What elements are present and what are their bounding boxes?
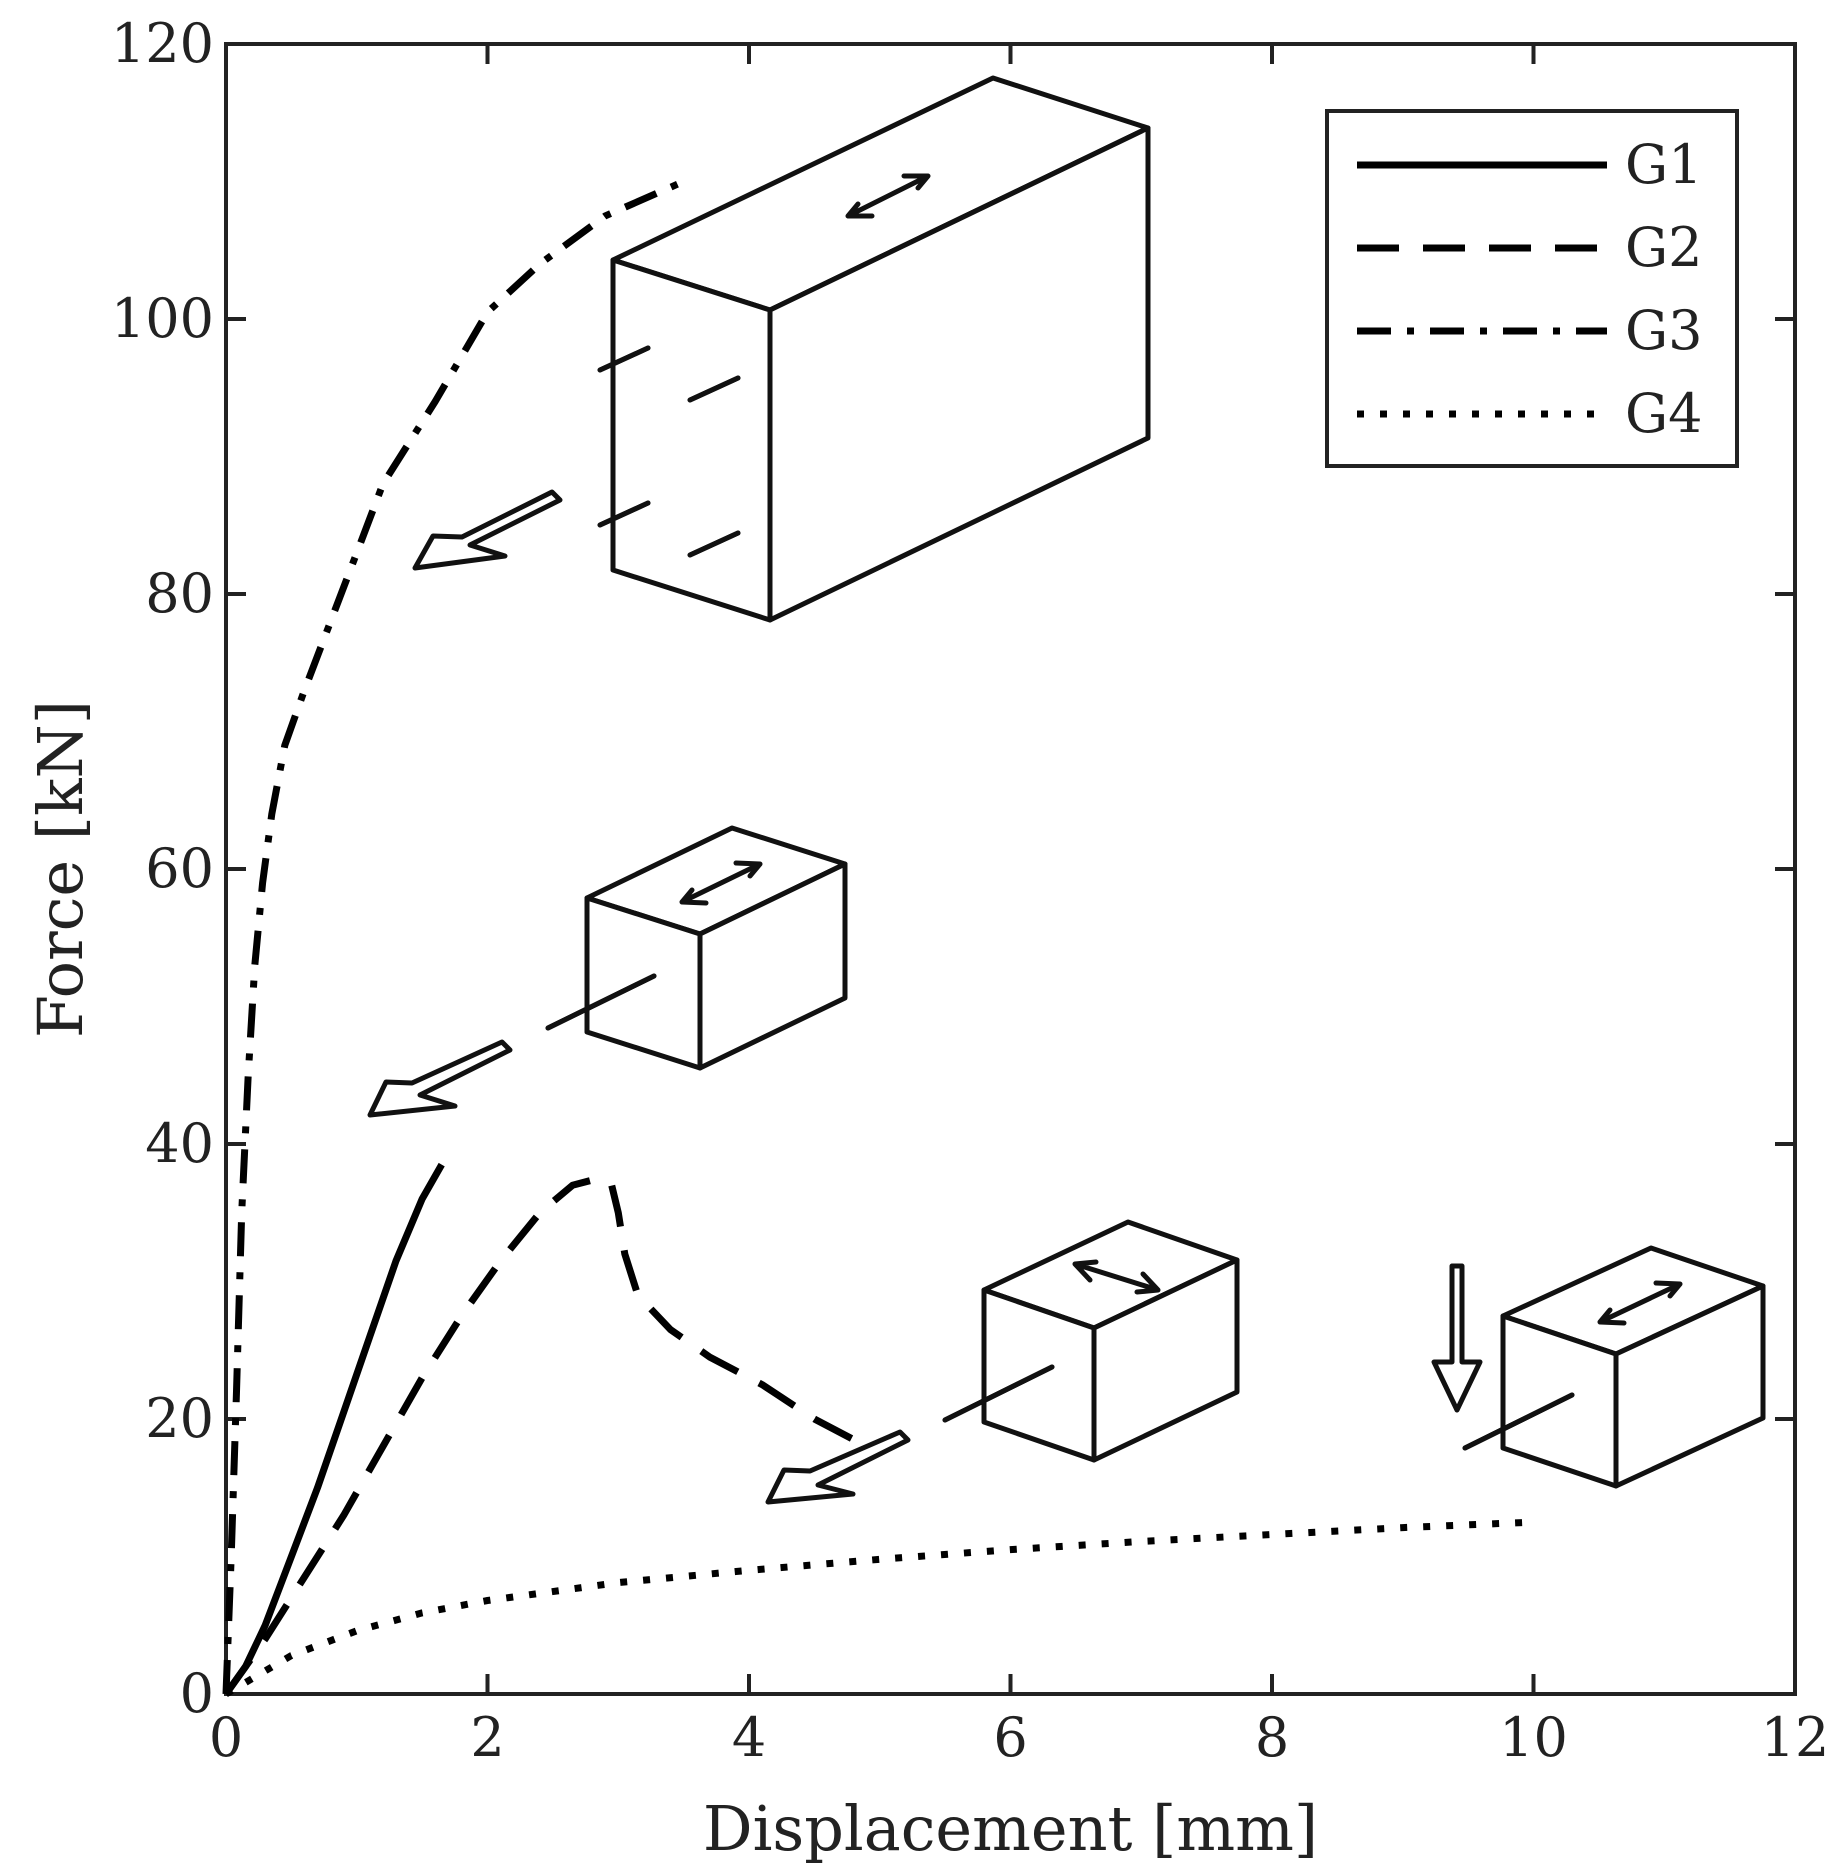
series-line-g2	[223, 1174, 856, 1697]
g2-top-double-arrow-icon	[1072, 1259, 1161, 1295]
specimen-sketch-g1	[367, 825, 848, 1118]
x-tick-label-0: 0	[209, 1706, 243, 1769]
y-tick-label-5: 100	[111, 287, 214, 350]
x-tick-label-6: 12	[1761, 1706, 1830, 1769]
x-tick-label-3: 6	[993, 1706, 1027, 1769]
g2-pin-core	[942, 1364, 1055, 1423]
g4-top-double-arrow-icon	[1597, 1280, 1683, 1326]
y-tick-label-2: 40	[145, 1112, 214, 1175]
x-axis-label: Displacement [mm]	[703, 1792, 1318, 1865]
legend-label-g3: G3	[1625, 299, 1703, 362]
g3-load-arrow-icon	[412, 489, 563, 571]
g3-pin-upper-left-core	[597, 345, 651, 373]
y-tick-label-6: 120	[111, 12, 214, 75]
y-tick-label-1: 20	[145, 1387, 214, 1450]
legend: G1 G2 G3 G4	[1325, 109, 1739, 468]
g1-pin-core	[545, 973, 657, 1031]
x-tick-label-4: 8	[1255, 1706, 1289, 1769]
g3-top-double-arrow-icon	[845, 173, 931, 219]
legend-box	[1325, 109, 1739, 468]
y-tick-label-0: 0	[180, 1662, 214, 1725]
g3-block-front-face	[610, 257, 773, 623]
g4-pin-core	[1462, 1392, 1575, 1451]
y-axis-label: Force [kN]	[24, 700, 97, 1038]
g3-pin-lower-right-core	[687, 530, 741, 558]
g3-pin-lower-left-core	[597, 500, 651, 528]
series-line-g1	[223, 1162, 445, 1697]
series-line-g4	[224, 1518, 1534, 1698]
legend-label-g1: G1	[1625, 133, 1703, 196]
specimen-sketch-g3	[412, 75, 1151, 623]
legend-label-g4: G4	[1625, 382, 1703, 445]
x-tick-label-1: 2	[470, 1706, 504, 1769]
g1-top-double-arrow-icon	[679, 860, 763, 906]
series-line-g3	[222, 178, 686, 1695]
g1-load-arrow-icon	[367, 1039, 513, 1118]
g3-pin-upper-right-core	[687, 375, 741, 403]
series-layer	[222, 178, 1534, 1698]
legend-label-g2: G2	[1625, 216, 1703, 279]
axis-ticks	[224, 42, 1797, 1696]
x-tick-label-5: 10	[1499, 1706, 1568, 1769]
y-tick-label-3: 60	[145, 837, 214, 900]
g2-load-arrow-icon	[765, 1429, 911, 1505]
x-tick-label-2: 4	[732, 1706, 766, 1769]
g4-vertical-load-arrow-icon	[1431, 1263, 1483, 1413]
specimen-sketch-g4	[1431, 1245, 1766, 1489]
y-tick-label-4: 80	[145, 562, 214, 625]
specimen-sketch-g2	[765, 1219, 1240, 1505]
